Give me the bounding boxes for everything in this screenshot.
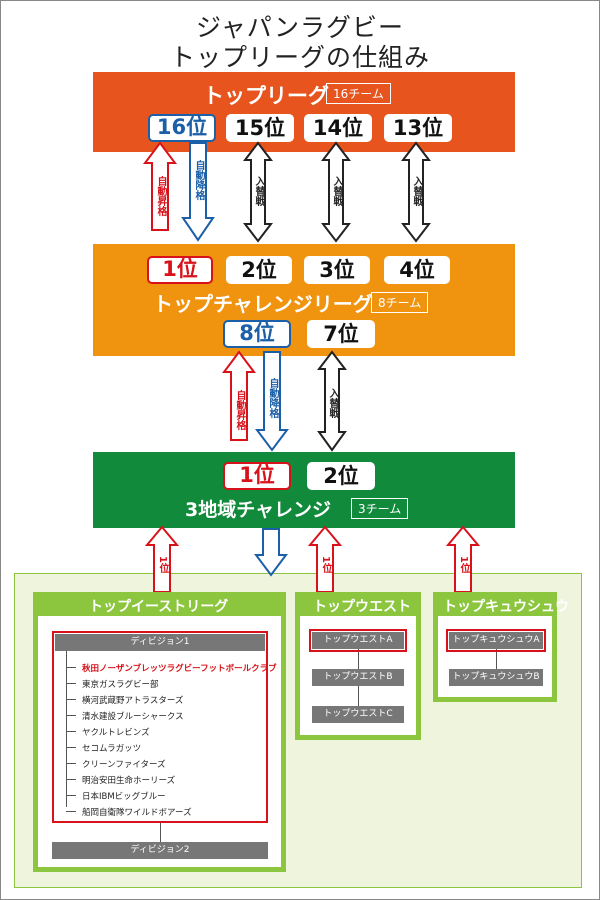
team-branch-line bbox=[66, 811, 76, 812]
playoff-label-14: 入替戦 bbox=[331, 176, 342, 206]
kyushu-first-label: 1位 bbox=[458, 556, 469, 573]
kyushu-tree-line bbox=[496, 648, 497, 678]
top-league-rank-16: 16位 bbox=[148, 114, 216, 142]
team-branch-line bbox=[66, 667, 76, 668]
playoff-label-15: 入替戦 bbox=[253, 176, 264, 206]
promotion-arrow-1 bbox=[143, 141, 177, 231]
playoff-arrow-13 bbox=[400, 141, 432, 243]
east-up-arrow bbox=[144, 525, 180, 593]
playoff-label-7: 入替戦 bbox=[327, 388, 338, 418]
east-team-item: 明治安田生命ホーリーズ bbox=[82, 776, 176, 786]
auto-relegation-label-1: 自動降格 bbox=[193, 160, 204, 200]
east-team-item: セコムラガッツ bbox=[82, 744, 142, 754]
east-team-item: 日本IBMビッグブルー bbox=[82, 792, 166, 802]
division1-header: ディビジョン1 bbox=[55, 634, 265, 651]
top-west-title: トップウエスト bbox=[313, 599, 411, 615]
kyushu-a: トップキュウシュウA bbox=[446, 629, 546, 652]
east-team-item: ヤクルトレビンズ bbox=[82, 728, 150, 738]
top-challenge-rank-8: 8位 bbox=[223, 320, 291, 348]
relegation-arrow-1 bbox=[181, 142, 215, 242]
division-connector bbox=[160, 823, 161, 842]
auto-promotion-label-1: 自動昇格 bbox=[155, 176, 166, 216]
east-team-item: クリーンファイターズ bbox=[82, 760, 166, 770]
top-challenge-teams-badge: 8チーム bbox=[371, 292, 429, 313]
kyushu-up-arrow bbox=[445, 525, 481, 593]
west-first-label: 1位 bbox=[320, 556, 331, 573]
top-east-title: トップイーストリーグ bbox=[89, 599, 229, 615]
top-challenge-band: 1位 2位 3位 4位 トップチャレンジリーグ 8チーム 8位 7位 bbox=[93, 244, 515, 356]
top-challenge-rank-7: 7位 bbox=[307, 320, 375, 348]
west-b: トップウエストB bbox=[312, 669, 404, 686]
title-line-1: ジャパンラグビー bbox=[195, 13, 404, 42]
east-team-item: 東京ガスラグビー部 bbox=[82, 680, 159, 690]
top-league-rank-14: 14位 bbox=[304, 114, 372, 142]
kyushu-b: トップキュウシュウB bbox=[449, 669, 543, 686]
team-branch-line bbox=[66, 699, 76, 700]
team-branch-line bbox=[66, 763, 76, 764]
regional-rank-2: 2位 bbox=[307, 462, 375, 490]
top-league-teams-badge: 16チーム bbox=[326, 83, 391, 104]
top-league-rank-13: 13位 bbox=[384, 114, 452, 142]
east-team-item: 秋田ノーザンブレッツラグビーフットボールクラブ bbox=[82, 664, 277, 674]
division1-box bbox=[52, 631, 268, 823]
regional-down-arrow bbox=[254, 528, 288, 577]
team-branch-line bbox=[66, 747, 76, 748]
division1-tree-line bbox=[66, 651, 67, 807]
top-league-rank-15: 15位 bbox=[226, 114, 294, 142]
relegation-arrow-2 bbox=[255, 351, 289, 452]
top-league-band: トップリーグ 16チーム 16位 15位 14位 13位 bbox=[93, 72, 515, 152]
top-challenge-rank-2: 2位 bbox=[226, 256, 292, 284]
title-line-2: トップリーグの仕組み bbox=[169, 43, 430, 72]
team-branch-line bbox=[66, 731, 76, 732]
top-challenge-rank-1: 1位 bbox=[147, 256, 213, 284]
east-team-item: 清水建設ブルーシャークス bbox=[82, 712, 184, 722]
team-branch-line bbox=[66, 683, 76, 684]
top-challenge-rank-3: 3位 bbox=[304, 256, 370, 284]
west-c: トップウエストC bbox=[312, 706, 404, 723]
top-challenge-rank-4: 4位 bbox=[384, 256, 450, 284]
division2-box: ディビジョン2 bbox=[52, 842, 268, 859]
east-team-item: 船岡自衛隊ワイルドボアーズ bbox=[82, 808, 192, 818]
playoff-label-13: 入替戦 bbox=[411, 176, 422, 206]
west-a: トップウエストA bbox=[309, 629, 407, 652]
auto-promotion-label-2: 自動昇格 bbox=[234, 390, 245, 430]
regional-rank-1: 1位 bbox=[223, 462, 291, 490]
top-kyushu-title: トップキュウシュウ bbox=[443, 599, 569, 615]
regional-challenge-title: 3地域チャレンジ bbox=[185, 499, 332, 521]
promotion-arrow-2 bbox=[222, 350, 256, 441]
regional-challenge-band: 1位 2位 3地域チャレンジ 3チーム bbox=[93, 452, 515, 528]
team-branch-line bbox=[66, 795, 76, 796]
west-up-arrow bbox=[307, 525, 343, 593]
playoff-arrow-7 bbox=[316, 350, 348, 452]
east-first-label: 1位 bbox=[157, 556, 168, 573]
team-branch-line bbox=[66, 779, 76, 780]
auto-relegation-label-2: 自動降格 bbox=[267, 378, 278, 418]
east-team-item: 横河武蔵野アトラスターズ bbox=[82, 696, 184, 706]
top-challenge-title: トップチャレンジリーグ bbox=[153, 292, 373, 316]
team-branch-line bbox=[66, 715, 76, 716]
playoff-arrow-15 bbox=[242, 141, 274, 243]
playoff-arrow-14 bbox=[320, 141, 352, 243]
top-league-title: トップリーグ bbox=[203, 84, 329, 108]
regional-teams-badge: 3チーム bbox=[351, 498, 409, 519]
